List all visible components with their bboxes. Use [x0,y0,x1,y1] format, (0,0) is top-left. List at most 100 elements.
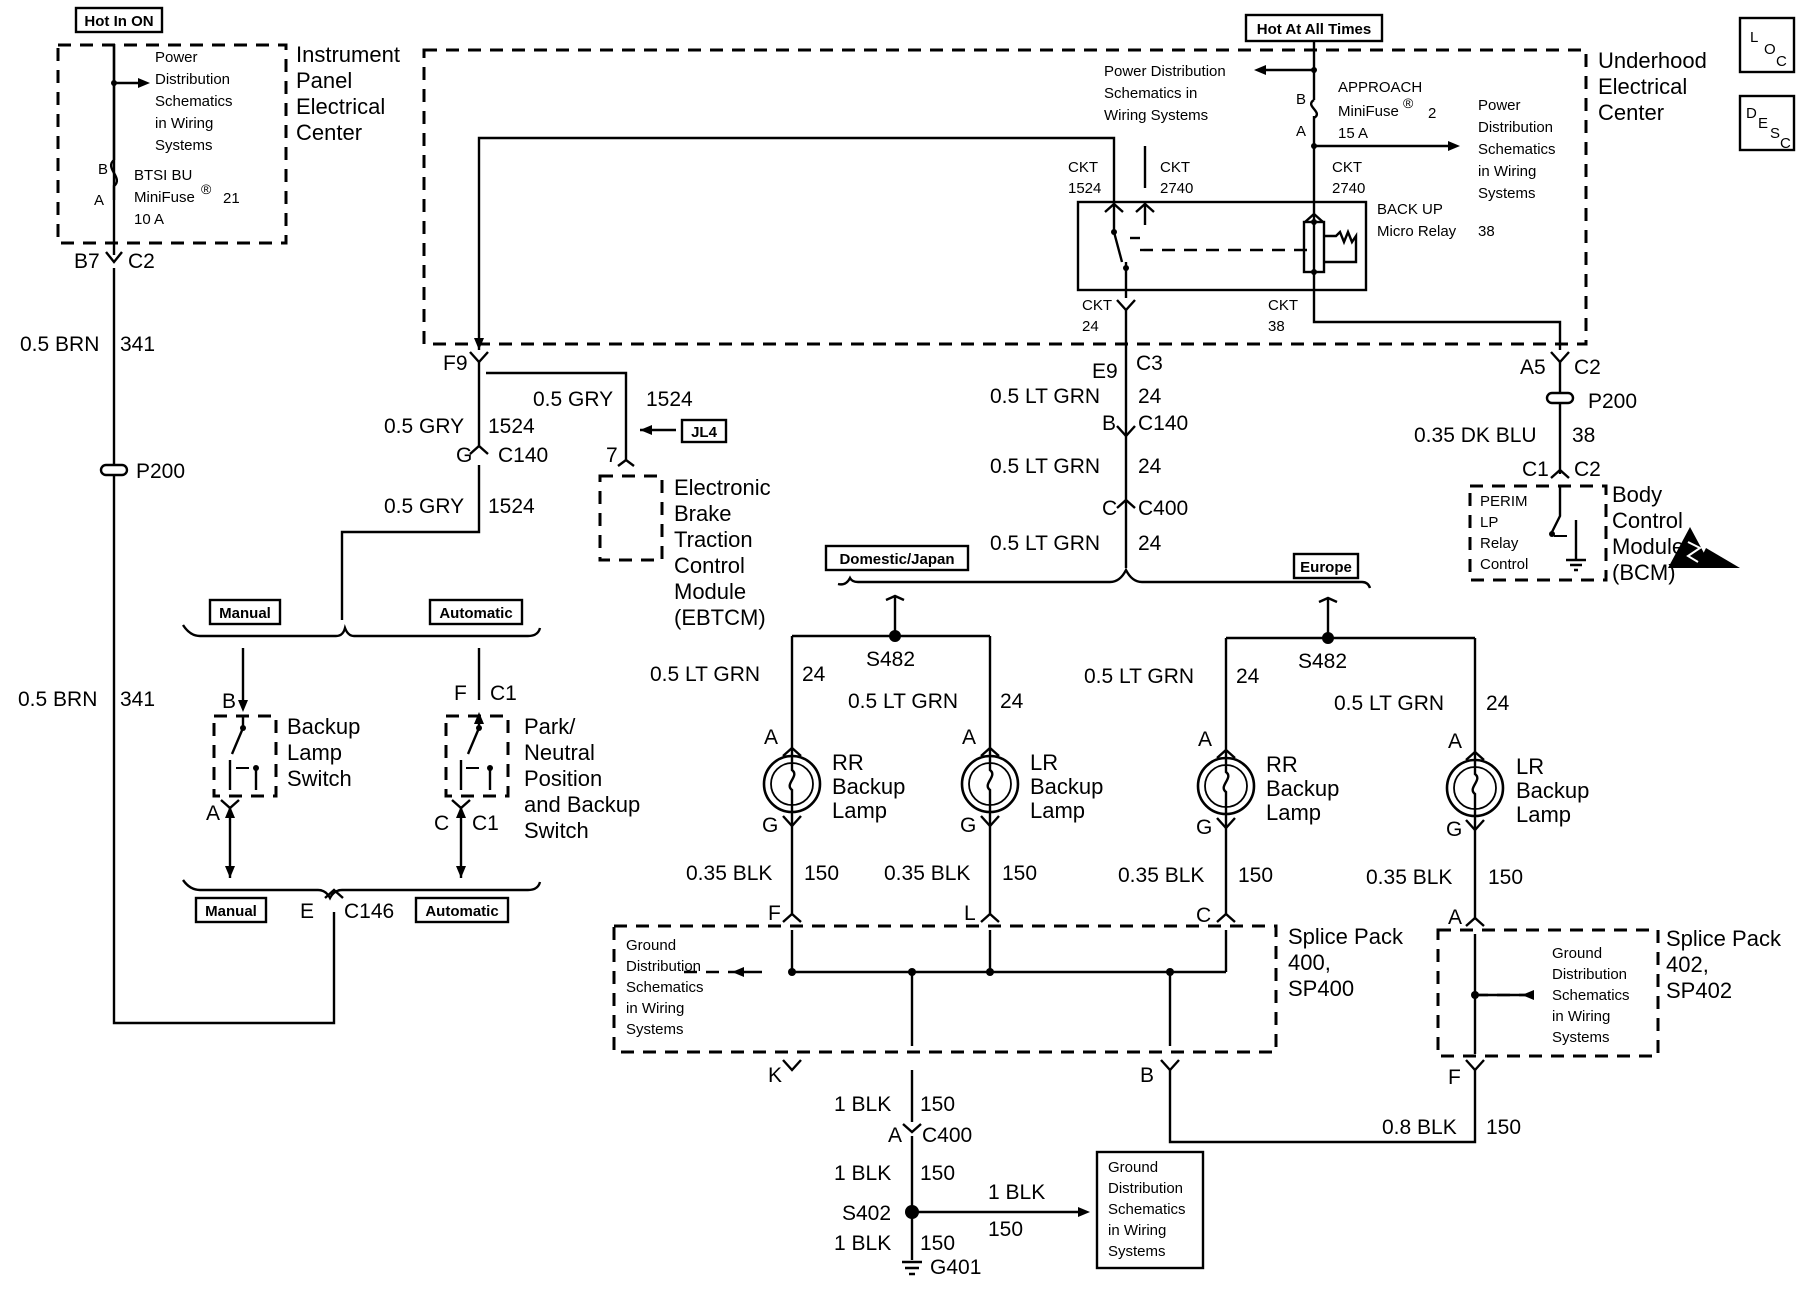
conn-c-c400: C [1102,497,1117,520]
sp402-1: Splice Pack [1666,926,1782,951]
lamp2-name-2: Backup [1030,774,1103,799]
approach-fuse-symbol [1310,98,1318,120]
s482-domestic-dot [889,630,901,642]
sp400-dot-3 [986,968,994,976]
esd-warning-icon [1668,527,1740,568]
wire-24-a: 24 [1138,385,1162,408]
conn-c1-switch-bottom: C1 [472,812,499,835]
wire-blk-2: 0.35 BLK [884,862,970,885]
conn-a5: A5 [1520,356,1546,379]
jl4-label: JL4 [691,424,718,441]
gd-bottom-4: in Wiring [1108,1222,1166,1239]
gd-sp402-5: Systems [1552,1029,1610,1046]
g401-label: G401 [930,1256,981,1279]
ipec-label: Instrument Panel Electrical Center [296,42,400,145]
btsi-a: A [94,192,104,209]
conn-c2-right: C2 [1574,356,1601,379]
btsi-fuse-label: B A BTSI BU MiniFuse ® 21 10 A [94,161,240,228]
automatic-label-bottom: Automatic [425,903,498,920]
gd-sp400-1: Ground [626,937,676,954]
pnp-switch-boundary [444,714,510,798]
wire-ltgrn-a: 0.5 LT GRN [990,385,1100,408]
conn-p200-right: P200 [1588,390,1637,413]
uec-junction-dot-1 [1311,143,1317,149]
conn-c140-left: C140 [498,444,548,467]
uec-2: Electrical [1598,74,1687,99]
europe-tag: Europe [1292,552,1360,580]
pd-uec-right-3: Schematics [1478,141,1556,158]
lamp3-label: RR Backup Lamp [1266,752,1339,825]
wire-1blk-c: 1 BLK [834,1232,891,1255]
manual-label-bottom: Manual [205,903,257,920]
wire-08blk: 0.8 BLK [1382,1116,1457,1139]
wire-ltgrn-c: 0.5 LT GRN [990,532,1100,555]
sp400-pin-b: B [1140,1064,1154,1087]
pd-uec-left-3: Wiring Systems [1104,107,1208,124]
ckt-1524-b: 1524 [1068,180,1101,197]
desc-icon-s: S [1770,125,1780,142]
ebtcm-3: Traction [674,527,753,552]
wire-brn-341-upper: 0.5 BRN [20,333,99,356]
desc-icon-c: C [1780,135,1791,152]
loc-icon-l: L [1750,29,1758,46]
bcm-boundary [1468,484,1608,582]
sp400-pin-f: F [768,902,781,925]
wire-brn-341-lower: 0.5 BRN [18,688,97,711]
approach-b: B [1296,91,1306,108]
conn-p200-left: P200 [136,460,185,483]
sp400-pin-c: C [1196,904,1211,927]
ckt-38-a: CKT [1268,297,1298,314]
loc-icon-c: C [1776,53,1787,70]
s482-europe-dot [1322,632,1334,644]
automatic-label-top: Automatic [439,605,512,622]
wire-150-e: 150 [1486,1116,1521,1139]
approach-rating: 15 A [1338,125,1368,142]
europe-label: Europe [1300,559,1352,576]
conn-c-switch: C [434,812,449,835]
sp402-3: SP402 [1666,978,1732,1003]
bcm-inner-1: PERIM [1480,493,1528,510]
pd-ipec-note: Power Distribution Schematics in Wiring … [155,49,233,154]
domestic-japan-tag: Domestic/Japan [824,544,970,572]
sp400-3: SP400 [1288,976,1354,1001]
ipec-junction-dot [111,80,117,86]
desc-icon-e: E [1758,115,1768,132]
wire-blk-4: 0.35 BLK [1366,866,1452,889]
pd-ipec-4: in Wiring [155,115,213,132]
lamp2-pin-g: G [960,814,976,837]
uec-3: Center [1598,100,1664,125]
wires [112,41,1562,1260]
conn-g-c140: G [456,444,472,467]
lamp4-pin-g: G [1446,818,1462,841]
gd-sp400-note: Ground Distribution Schematics in Wiring… [626,937,704,1038]
arrowheads [138,65,1534,1217]
sp400-dot-2 [908,968,916,976]
p200-right-symbol [1545,391,1575,405]
wire-150-4: 150 [1488,866,1523,889]
wire-ltgrn-l4: 0.5 LT GRN [1334,692,1444,715]
bls-3: Switch [287,766,352,791]
ckt-2740-a: CKT [1160,159,1190,176]
wire-150-2: 150 [1002,862,1037,885]
lamp3-pin-g: G [1196,816,1212,839]
ebtcm-6: (EBTCM) [674,605,766,630]
automatic-tag-top: Automatic [428,598,524,626]
wire-150-c: 150 [920,1232,955,1255]
lamp-4-symbol [1445,758,1505,818]
ckt-2740-b: 2740 [1160,180,1193,197]
domestic-japan-label: Domestic/Japan [839,551,954,568]
lamp4-name-2: Backup [1516,778,1589,803]
wire-1blk-d: 1 BLK [988,1181,1045,1204]
conn-7: 7 [606,444,618,467]
btsi-num: 21 [223,190,240,207]
hot-in-on-tag: Hot In ON [74,6,164,34]
p200-left-symbol [99,463,129,477]
s482-domestic-label: S482 [866,648,915,671]
gd-sp400-5: Systems [626,1021,684,1038]
sp400-pin-k: K [768,1064,782,1087]
lamp4-name-1: LR [1516,754,1544,779]
ground-g401-symbol [902,1260,922,1276]
wire-dkblu: 0.35 DK BLU [1414,424,1537,447]
sp402-label: Splice Pack 402, SP402 [1666,926,1782,1003]
